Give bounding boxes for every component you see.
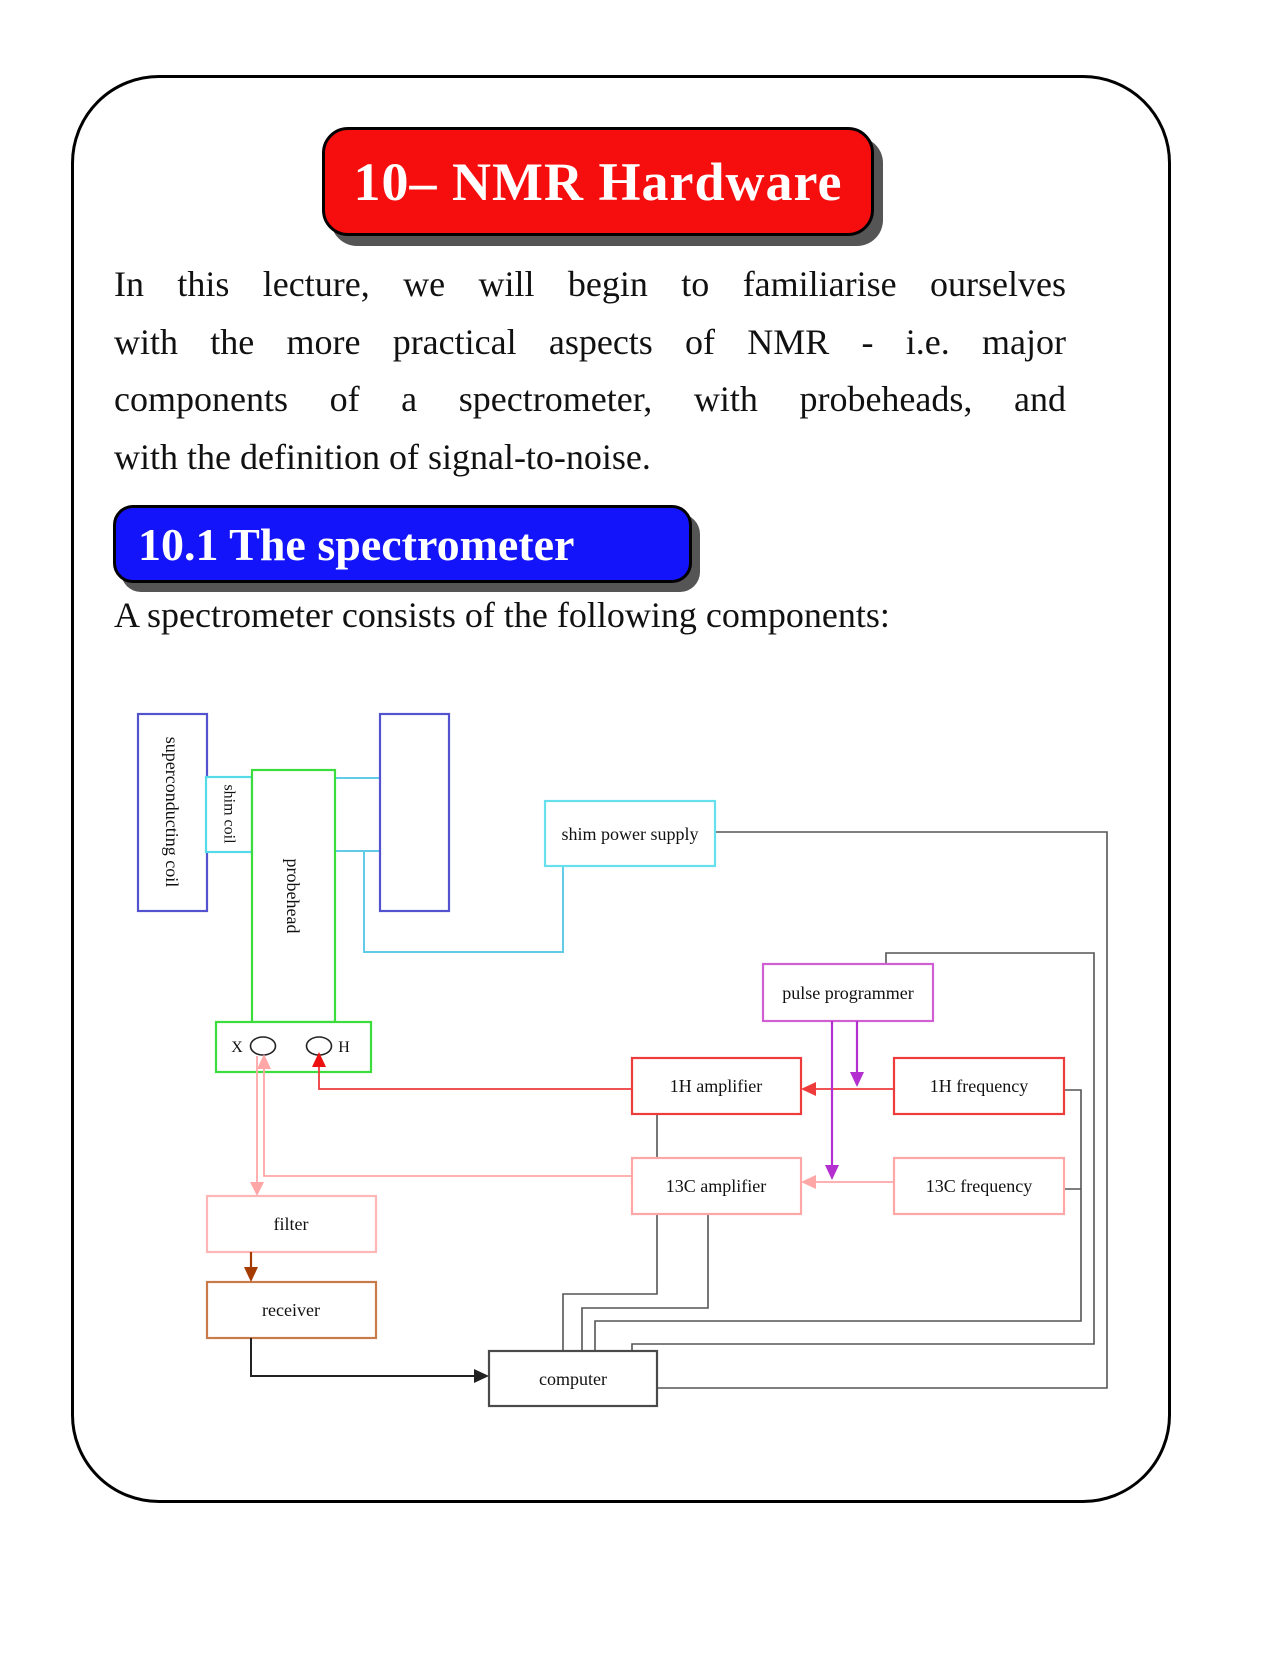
h-coil-label: H: [338, 1039, 350, 1056]
x-coil-label: X: [231, 1039, 243, 1056]
arrow-into-receiver: [244, 1267, 258, 1282]
arrow-pulse-to-h1line: [850, 1072, 864, 1087]
title-banner: 10– NMR Hardware: [322, 127, 874, 236]
probe-coil-box: [214, 1020, 373, 1074]
c13-amplifier-box: [630, 1156, 803, 1216]
x-coil-symbol: [249, 1036, 277, 1056]
probehead-label: probehead: [283, 859, 303, 934]
h1amp-hcoil-wire: [318, 1066, 632, 1090]
arrow-into-h1amp: [801, 1082, 816, 1096]
shim-coil-label: shim coil: [221, 784, 238, 844]
shim-supply-lead: [363, 851, 564, 953]
computer-box: [487, 1349, 659, 1408]
h1amp-computer-wire: [562, 1114, 658, 1351]
pulse-computer-wire: [631, 952, 1095, 1351]
slide-rounded-frame: [71, 75, 1171, 1503]
section-title: 10.1 The spectrometer: [138, 518, 575, 570]
arrow-into-hcoil: [312, 1052, 326, 1067]
freq-computer-wire: [594, 1089, 1082, 1351]
superconducting-coil-box: [136, 712, 209, 913]
magnet-right-box: [378, 712, 451, 913]
arrow-into-filter: [250, 1182, 264, 1196]
intro-line: components of a spectrometer, with probe…: [114, 379, 1066, 419]
h1-amplifier-label: 1H amplifier: [670, 1076, 762, 1096]
h1-amplifier-box: [630, 1056, 803, 1116]
c13amp-computer-wire: [581, 1214, 709, 1351]
c13-frequency-box: [892, 1156, 1066, 1216]
intro-line: In this lecture, we will begin to famili…: [114, 264, 1066, 304]
shim-power-supply-label: shim power supply: [562, 824, 699, 844]
arrow-into-computer: [474, 1369, 489, 1383]
receiver-label: receiver: [262, 1300, 320, 1320]
h1-frequency-label: 1H frequency: [930, 1076, 1028, 1096]
intro-paragraph: In this lecture, we will begin to famili…: [114, 256, 1066, 486]
c13amp-xcoil-wire: [263, 1068, 632, 1177]
superconducting-coil-label: superconducting coil: [162, 737, 182, 887]
intro-line: with the definition of signal-to-noise.: [114, 436, 651, 477]
c13-frequency-label: 13C frequency: [926, 1176, 1032, 1196]
receiver-box: [205, 1280, 378, 1340]
arrow-into-c13amp: [801, 1175, 816, 1189]
lead-sentence: A spectrometer consists of the following…: [114, 595, 890, 635]
filter-box: [205, 1194, 378, 1254]
pulse-programmer-label: pulse programmer: [782, 983, 913, 1003]
receiver-computer-wire: [250, 1338, 477, 1377]
h1-frequency-box: [892, 1056, 1066, 1116]
intro-line: with the more practical aspects of NMR -…: [114, 321, 1066, 362]
page-title: 10– NMR Hardware: [353, 151, 843, 212]
probehead-box: [250, 768, 337, 1024]
c13-amplifier-label: 13C amplifier: [666, 1176, 766, 1196]
filter-label: filter: [274, 1214, 309, 1234]
arrow-into-xcoil: [257, 1054, 271, 1069]
pulse-programmer-box: [761, 962, 935, 1023]
section-banner: 10.1 The spectrometer: [113, 505, 692, 583]
shim-power-supply-box: [543, 799, 717, 868]
arrow-pulse-to-c13line: [825, 1165, 839, 1180]
shim-computer-wire: [657, 831, 1108, 1389]
computer-label: computer: [539, 1369, 607, 1389]
